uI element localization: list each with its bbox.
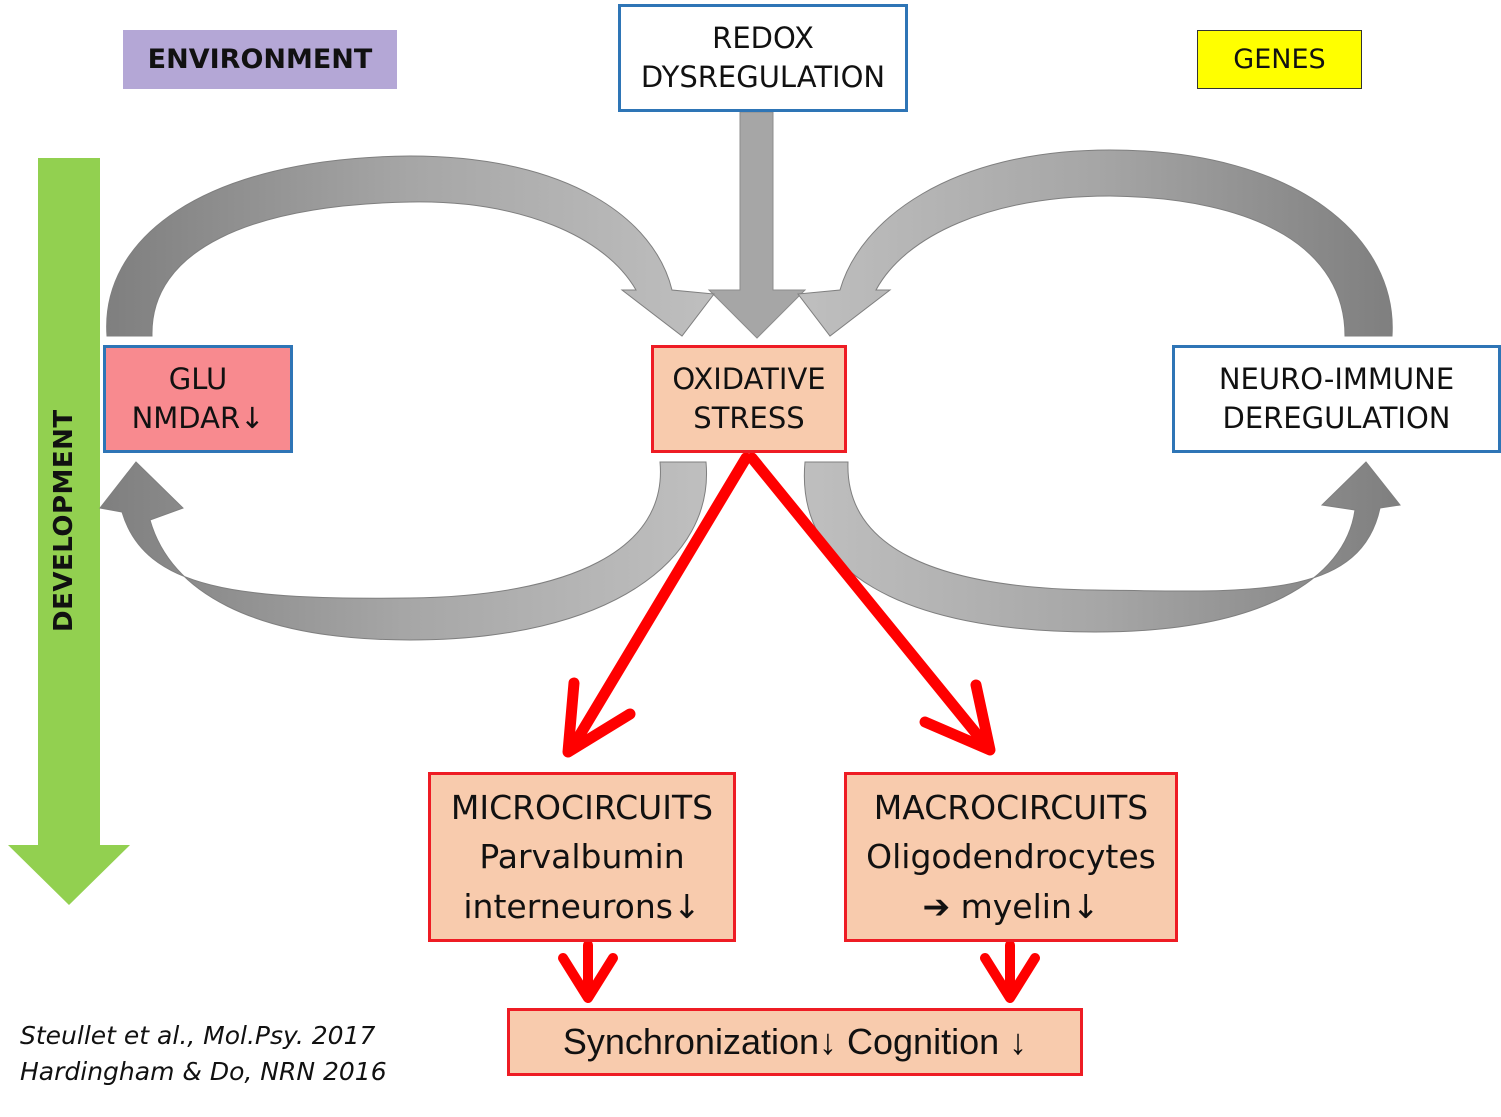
redox-line1: REDOX bbox=[712, 20, 814, 55]
micro-line3: interneurons↓ bbox=[463, 886, 701, 926]
glu-nmdar-box: GLU NMDAR↓ bbox=[103, 345, 293, 453]
glu-to-oxidative-curve-arrow bbox=[106, 155, 715, 337]
reference-1: Steullet et al., Mol.Psy. 2017 bbox=[20, 1021, 376, 1050]
development-label: DEVELOPMENT bbox=[49, 409, 79, 632]
outcome-text: Synchronization↓ Cognition ↓ bbox=[562, 1020, 1028, 1062]
environment-label: ENVIRONMENT bbox=[123, 30, 397, 89]
microcircuits-box: MICROCIRCUITS Parvalbumin interneurons↓ bbox=[428, 772, 736, 942]
oxidative-to-neuro-curve-arrow bbox=[803, 461, 1401, 633]
macro-line2: Oligodendrocytes bbox=[866, 837, 1156, 877]
neuro-line1: NEURO-IMMUNE bbox=[1218, 361, 1455, 396]
red-arrow-macro-to-outcome bbox=[980, 940, 1040, 1003]
micro-line1: MICROCIRCUITS bbox=[450, 787, 714, 827]
oxidative-line1: OXIDATIVE bbox=[672, 361, 826, 396]
oxidative-line2: STRESS bbox=[693, 401, 805, 435]
redox-dysregulation-box: REDOX DYSREGULATION bbox=[618, 4, 908, 112]
references: Steullet et al., Mol.Psy. 2017 Hardingha… bbox=[20, 1018, 387, 1091]
environment-label-text: ENVIRONMENT bbox=[147, 44, 373, 75]
red-arrow-micro-to-outcome bbox=[558, 940, 618, 1003]
macro-line3: ➔ myelin↓ bbox=[922, 886, 1100, 926]
macro-line1: MACROCIRCUITS bbox=[873, 787, 1149, 827]
macrocircuits-box: MACROCIRCUITS Oligodendrocytes ➔ myelin↓ bbox=[844, 772, 1178, 942]
genes-label-text: GENES bbox=[1233, 44, 1326, 75]
neuro-line2: DEREGULATION bbox=[1222, 401, 1451, 435]
glu-line1: GLU bbox=[168, 361, 228, 396]
red-arrow-to-microcircuits bbox=[562, 452, 752, 758]
glu-line2: NMDAR↓ bbox=[131, 401, 265, 435]
reference-2: Hardingham & Do, NRN 2016 bbox=[20, 1057, 387, 1087]
neuro-immune-box: NEURO-IMMUNE DEREGULATION bbox=[1172, 345, 1501, 453]
neuro-to-oxidative-curve-arrow bbox=[797, 149, 1393, 337]
oxidative-stress-box: OXIDATIVE STRESS bbox=[651, 345, 847, 453]
synchronization-cognition-box: Synchronization↓ Cognition ↓ bbox=[507, 1008, 1083, 1076]
genes-label: GENES bbox=[1197, 30, 1362, 89]
red-arrow-to-macrocircuits bbox=[746, 452, 996, 756]
micro-line2: Parvalbumin bbox=[479, 837, 685, 877]
oxidative-to-glu-curve-arrow bbox=[99, 461, 708, 641]
redox-line2: DYSREGULATION bbox=[640, 60, 886, 94]
development-arrow bbox=[8, 158, 130, 905]
redox-down-arrow bbox=[707, 111, 807, 339]
